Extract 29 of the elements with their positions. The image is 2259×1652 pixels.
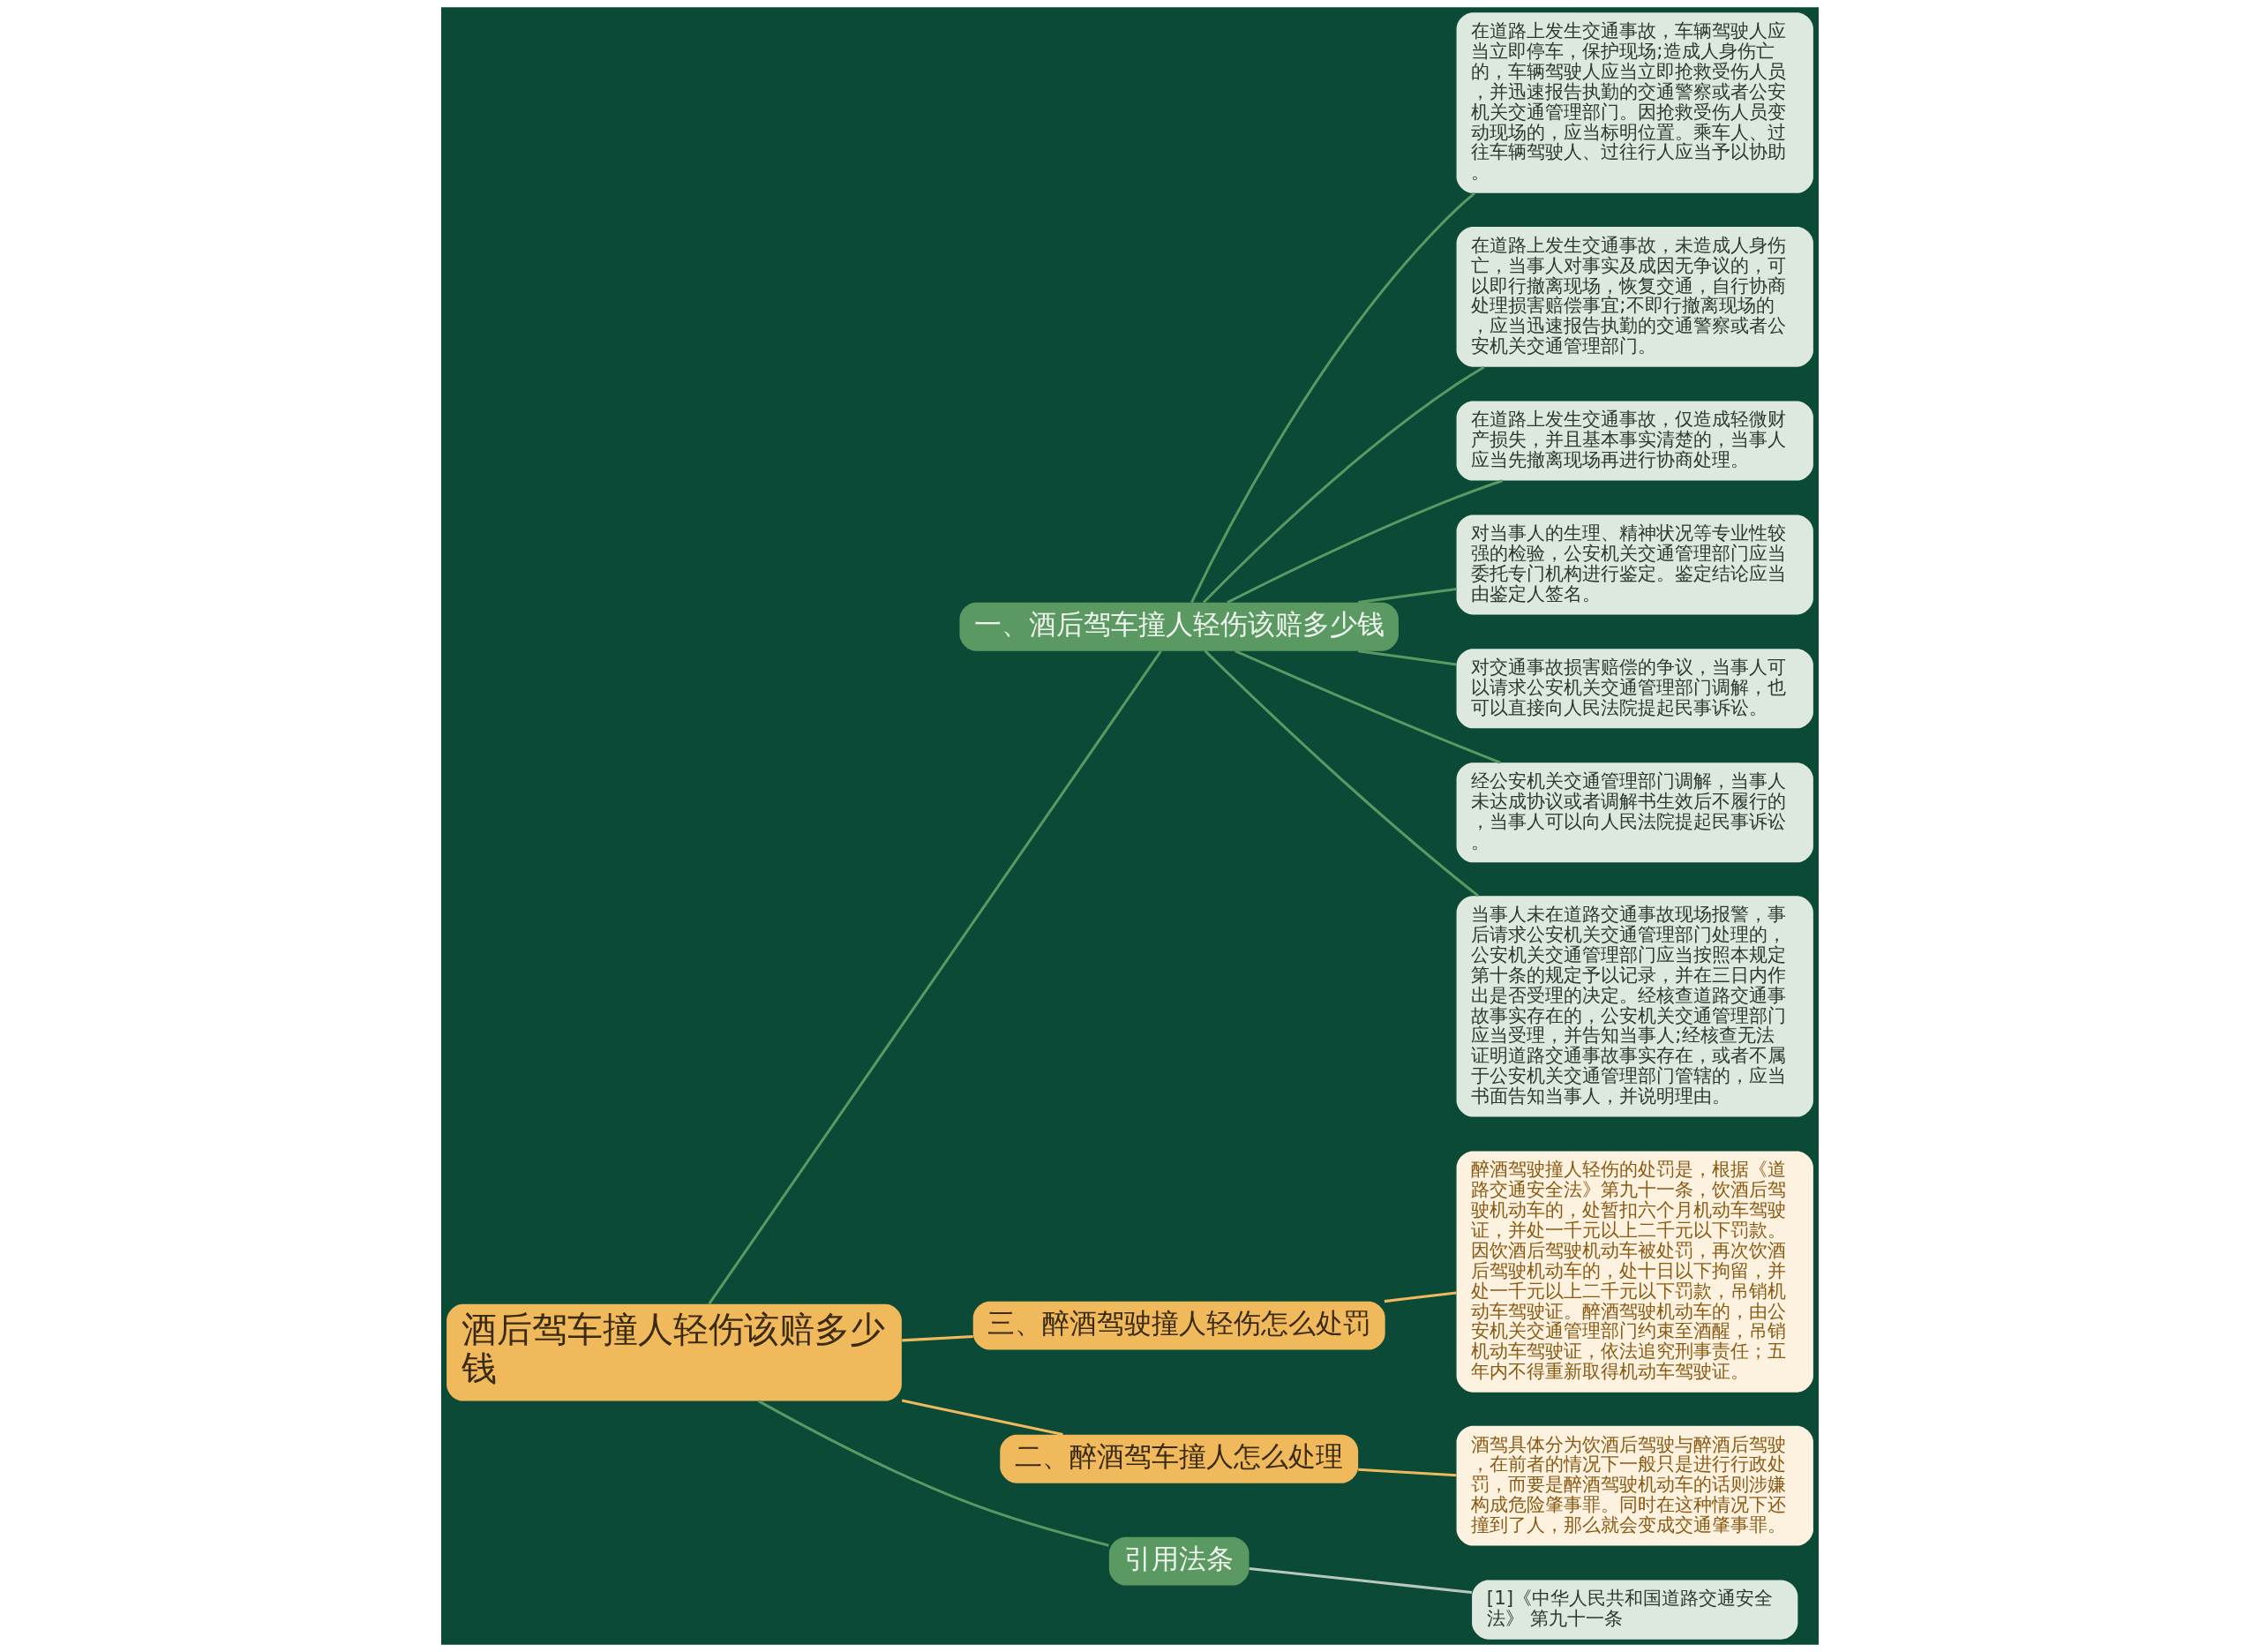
node-box: 对交通事故损害赔偿的争议，当事人可以请求公安机关交通管理部门调解，也可以直接向人民法院提起民事诉讼。 (1456, 649, 1813, 729)
connector (1357, 587, 1456, 604)
node-box: 引用法条 (1108, 1536, 1250, 1586)
node-box: 在道路上发生交通事故，车辆驾驶人应当立即停车，保护现场;造成人身伤亡的，车辆驾驶人应当立即抢救受伤人员，并迅速报告执勤的交通警察或者公安机关交通管理部门。因抢救受伤人员变动现场的，应当标明位置。乘车人、过往车辆驾驶人、过往行人应当予以协助。 (1456, 12, 1813, 193)
node-box: 一、酒后驾车撞人轻伤该赔多少钱 (958, 602, 1399, 651)
connector (1202, 365, 1485, 604)
node-box: 经公安机关交通管理部门调解，当事人未达成协议或者调解书生效后不履行的，当事人可以向人民法院提起民事诉讼。 (1456, 762, 1813, 863)
node-box: [1]《中华人民共和国道路交通安全法》 第九十一条 (1471, 1580, 1797, 1640)
connector (1204, 650, 1479, 897)
connector (1249, 1566, 1472, 1594)
node-box: 三、醉酒驾驶撞人轻伤怎么处罚 (972, 1301, 1385, 1350)
node-box: 醉酒驾驶撞人轻伤的处罚是，根据《道路交通安全法》第九十一条，饮酒后驾驶机动车的，处暂扣六个月机动车驾驶证，并处一千元以上二千元以下罚款。因饮酒后驾驶机动车被处罚，再次饮酒后驾驶机动车的，处十日以下拘留，并处一千元以上二千元以下罚款，吊销机动车驾驶证。醉酒驾驶机动车的，由公安机关交通管理部门约束至酒醒，吊销机动车驾驶证，依法追究刑事责任；五年内不得重新取得机动车驾驶证。 (1456, 1151, 1813, 1393)
node-box: 在道路上发生交通事故，仅造成轻微财产损失，并且基本事实清楚的，当事人应当先撤离现场再进行协商处理。 (1456, 401, 1813, 481)
connector (1234, 650, 1501, 764)
connector (1357, 650, 1456, 666)
connector (901, 1399, 1063, 1437)
connector (1190, 191, 1475, 604)
node-box: 酒后驾车撞人轻伤该赔多少钱 (446, 1303, 902, 1401)
connector (901, 1335, 973, 1342)
connector (707, 650, 1162, 1305)
node-box: 二、醉酒驾车撞人怎么处理 (999, 1434, 1358, 1483)
node-box: 对当事人的生理、精神状况等专业性较强的检验，公安机关交通管理部门应当委托专门机构进行鉴定。鉴定结论应当由鉴定人签名。 (1456, 514, 1813, 615)
node-box: 酒驾具体分为饮酒后驾驶与醉酒后驾驶，在前者的情况下一般只是进行行政处罚，而要是醉酒驾驶机动车的话则涉嫌构成危险肇事罪。同时在这种情况下还撞到了人，那么就会变成交通肇事罪。 (1456, 1425, 1813, 1546)
connector (1357, 1468, 1456, 1477)
node-box: 在道路上发生交通事故，未造成人身伤亡，当事人对事实及成因无争议的，可以即行撤离现场，恢复交通，自行协商处理损害赔偿事宜;不即行撤离现场的，应当迅速报告执勤的交通警察或者公安机关交通管理部门。 (1456, 226, 1813, 367)
connector (1384, 1291, 1456, 1303)
connector (1226, 479, 1503, 604)
node-box: 当事人未在道路交通事故现场报警，事后请求公安机关交通管理部门处理的，公安机关交通管理部门应当按照本规定第十条的规定予以记录，并在三日内作出是否受理的决定。经核查道路交通事故事实存在的，公安机关交通管理部门应当受理，并告知当事人;经核查无法证明道路交通事故事实存在，或者不属于公安机关交通管理部门管辖的，应当书面告知当事人，并说明理由。 (1456, 896, 1813, 1117)
connector (757, 1400, 1109, 1547)
